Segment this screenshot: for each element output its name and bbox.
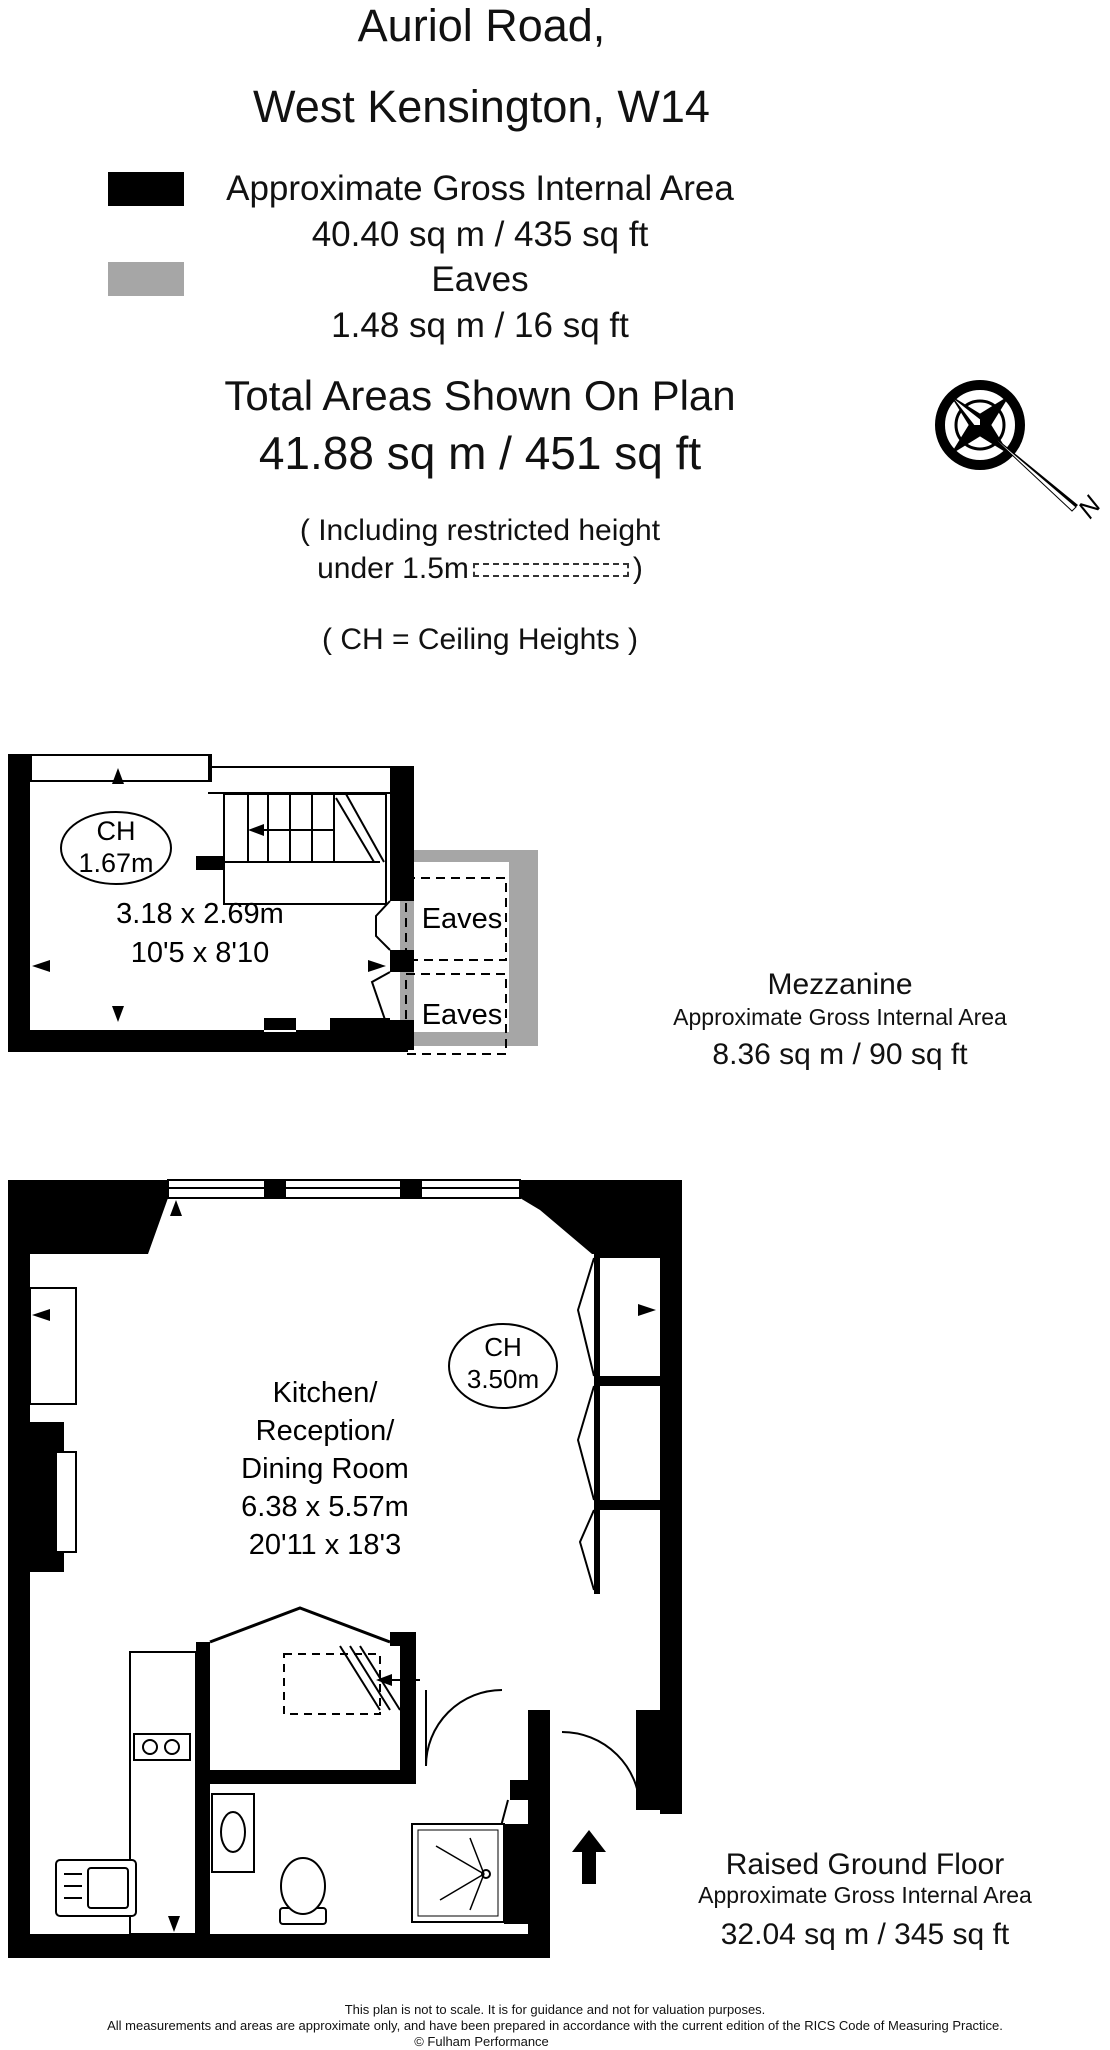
ground-wall-left bbox=[8, 1254, 30, 1948]
entrance-arrow-icon bbox=[572, 1830, 606, 1884]
eaves-box-2 bbox=[405, 973, 507, 1055]
ground-room-dims-imperial: 20'11 x 18'3 bbox=[249, 1529, 401, 1561]
compass-north-label: N bbox=[1072, 490, 1107, 524]
restricted-height-dashed-icon bbox=[472, 563, 629, 578]
ground-room-name-1: Kitchen/ bbox=[273, 1377, 379, 1409]
mezzanine-stairs bbox=[223, 793, 387, 905]
footer-disclaimer-1: This plan is not to scale. It is for gui… bbox=[344, 2002, 766, 2017]
ground-wall-top-right bbox=[520, 1180, 682, 1254]
mezzanine-room-dims-metric: 3.18 x 2.69m bbox=[116, 898, 284, 930]
compass-rose-icon: N bbox=[935, 380, 1107, 524]
mezzanine-room-dims-imperial: 10'5 x 8'10 bbox=[131, 937, 269, 969]
footer-disclaimer-2: All measurements and areas are approxima… bbox=[107, 2018, 1003, 2033]
gross-area-value: 40.40 sq m / 435 sq ft bbox=[311, 215, 649, 254]
shower-icon bbox=[411, 1823, 505, 1923]
ceiling-heights-note: ( CH = Ceiling Heights ) bbox=[322, 623, 638, 656]
ground-ch-value: 3.50m bbox=[467, 1364, 539, 1394]
restricted-height-note-1: ( Including restricted height bbox=[299, 514, 661, 547]
ground-room-dims-metric: 6.38 x 5.57m bbox=[241, 1491, 409, 1523]
eaves-box-1 bbox=[405, 877, 507, 961]
gross-area-swatch bbox=[108, 172, 184, 206]
ground-wall-right bbox=[660, 1254, 682, 1814]
mezzanine-ch-value: 1.67m bbox=[78, 848, 153, 878]
mezzanine-area-value: 8.36 sq m / 90 sq ft bbox=[712, 1038, 968, 1071]
ground-floor-title: Raised Ground Floor bbox=[725, 1848, 1005, 1881]
ground-area-label: Approximate Gross Internal Area bbox=[698, 1882, 1032, 1908]
ground-area-value: 32.04 sq m / 345 sq ft bbox=[720, 1918, 1010, 1951]
restricted-height-suffix: ) bbox=[632, 552, 643, 585]
restricted-height-prefix: under 1.5m bbox=[317, 552, 469, 585]
basin-icon bbox=[211, 1793, 255, 1873]
total-areas-value: 41.88 sq m / 451 sq ft bbox=[258, 427, 702, 479]
eaves-swatch bbox=[108, 262, 184, 296]
mezzanine-title: Mezzanine bbox=[767, 968, 913, 1001]
eaves-label-2: Eaves bbox=[422, 999, 503, 1031]
address-line-1: Auriol Road, bbox=[357, 0, 606, 51]
ground-wall-top-left bbox=[8, 1180, 168, 1260]
total-areas-label: Total Areas Shown On Plan bbox=[224, 372, 736, 419]
address-line-2: West Kensington, W14 bbox=[253, 81, 710, 132]
gross-area-label: Approximate Gross Internal Area bbox=[226, 169, 734, 208]
mezzanine-ch-label: CH bbox=[97, 816, 136, 846]
mezzanine-area-label: Approximate Gross Internal Area bbox=[673, 1004, 1007, 1030]
restricted-height-note-2: under 1.5m) bbox=[180, 554, 780, 584]
footer-copyright: © Fulham Performance bbox=[414, 2034, 549, 2049]
ground-room-name-2: Reception/ bbox=[256, 1415, 396, 1447]
kitchen-counter bbox=[129, 1651, 197, 1935]
mezzanine-plan: CH 1.67m 3.18 x 2.69m 10'5 x 8'10 Eaves … bbox=[8, 754, 538, 1055]
eaves-label: Eaves bbox=[431, 260, 529, 299]
mezzanine-wall-right bbox=[390, 766, 414, 901]
ground-ch-ellipse bbox=[448, 1323, 558, 1409]
eaves-value: 1.48 sq m / 16 sq ft bbox=[331, 306, 629, 345]
ground-ch-label: CH bbox=[484, 1332, 522, 1362]
ground-wall-bottom bbox=[8, 1934, 550, 1958]
mezzanine-wall-left bbox=[8, 754, 30, 1050]
mezzanine-wall-bottom bbox=[8, 1030, 408, 1052]
ground-room-name-3: Dining Room bbox=[241, 1453, 409, 1485]
mezzanine-ch-ellipse bbox=[60, 811, 172, 885]
ground-floor-plan: CH 3.50m Kitchen/ Reception/ Dining Room… bbox=[8, 1179, 682, 1958]
eaves-label-1: Eaves bbox=[422, 903, 503, 935]
